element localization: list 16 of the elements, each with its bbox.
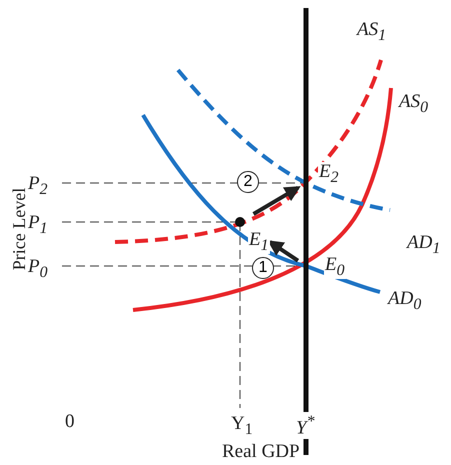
- axis-tick-label: P$_{0}$: [28, 257, 48, 281]
- edge-label: 2: [237, 171, 259, 193]
- axis-tick-label: 0: [65, 412, 74, 431]
- curve-label: AD$_{1}$: [407, 233, 440, 257]
- curve-label: AS$_{0}$: [399, 92, 428, 116]
- curve-label: AS$_{1}$: [357, 20, 386, 44]
- point-label: E$_{1}$: [248, 230, 270, 254]
- axis-tick-label: Y$^{*}$: [294, 412, 316, 440]
- axis-tick-label: P$_{1}$: [28, 213, 48, 237]
- arrow: [252, 186, 301, 216]
- axis-tick-label: P$_{2}$: [28, 174, 48, 198]
- axis-title: Real GDP: [222, 442, 300, 461]
- curve-label: AD$_{0}$: [388, 289, 422, 313]
- edge-label: 1: [252, 257, 274, 279]
- point-label: E$_{0}$: [324, 255, 346, 279]
- axis-title: Price Level: [10, 188, 28, 270]
